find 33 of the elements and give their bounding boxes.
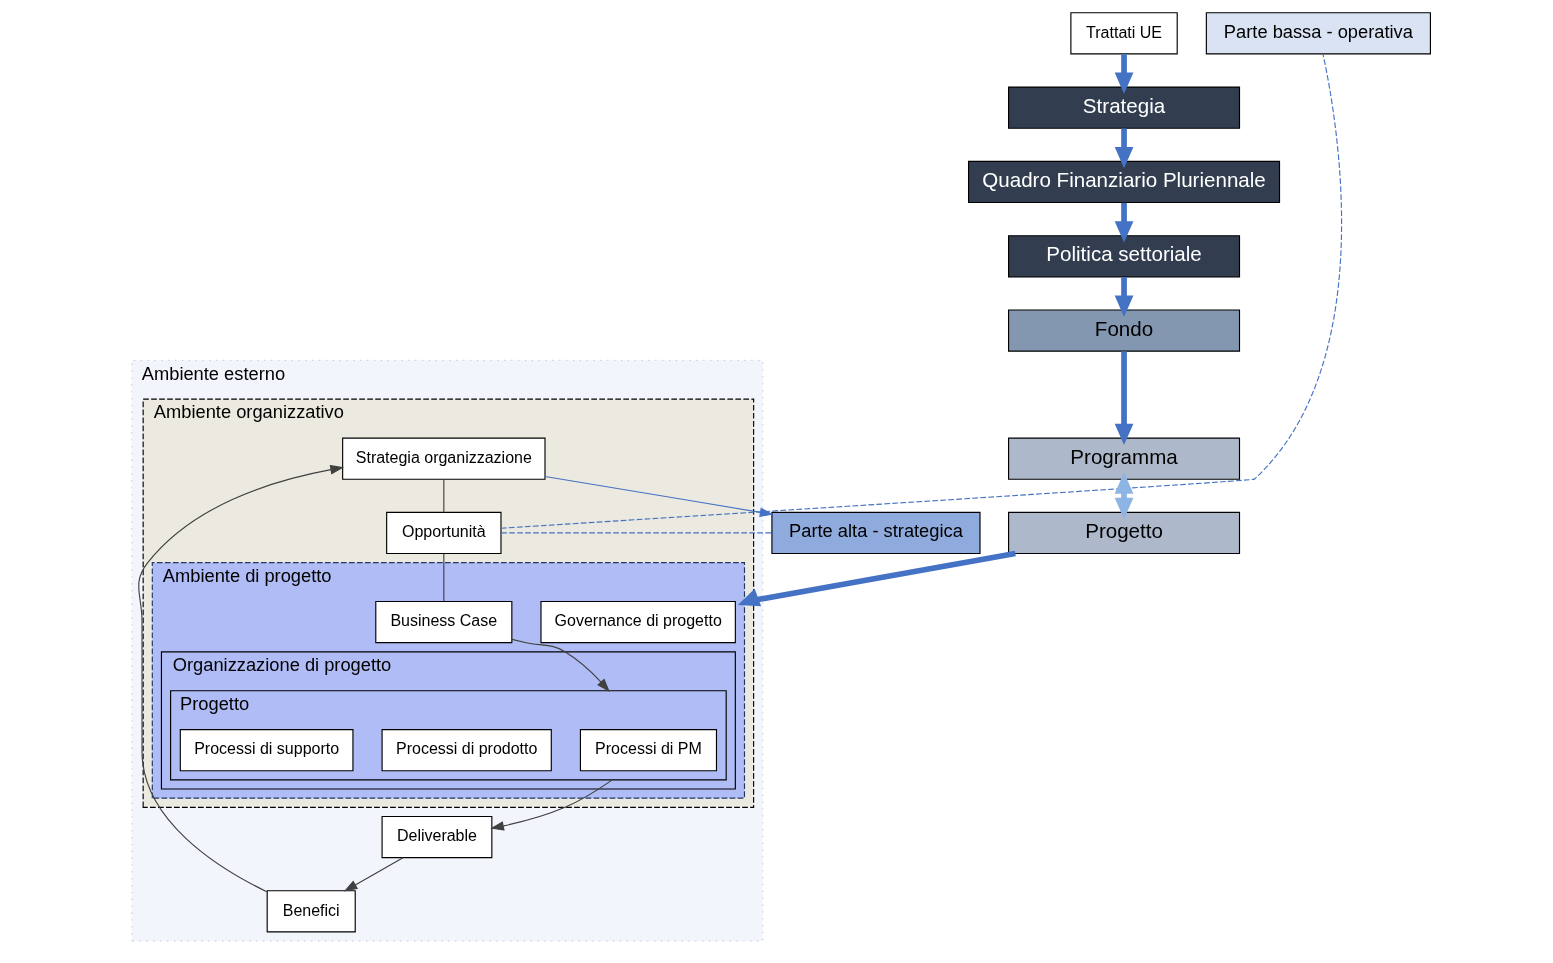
arrow — [737, 550, 1016, 607]
arrow — [1114, 128, 1134, 169]
node-box: Processi di supporto — [179, 729, 354, 772]
arrow — [511, 638, 610, 692]
node-box: Strategia — [1008, 86, 1241, 129]
node-box: Processi di prodotto — [381, 729, 552, 772]
node-box: Business Case — [375, 600, 513, 644]
arrow — [1114, 351, 1134, 446]
arrow — [343, 857, 404, 892]
connector — [500, 532, 773, 534]
connector — [500, 53, 1342, 529]
arrow — [1114, 472, 1134, 520]
node-box: Politica settoriale — [1008, 235, 1241, 278]
connector — [443, 553, 445, 602]
arrow — [1114, 202, 1134, 243]
arrow — [138, 465, 345, 893]
node-box: Governance di progetto — [540, 600, 736, 644]
node-box: Fondo — [1008, 309, 1241, 352]
node-box: Trattati UE — [1070, 12, 1178, 55]
arrow — [544, 475, 774, 517]
arrow — [1114, 277, 1134, 317]
node-box: Strategia organizzazione — [342, 437, 546, 480]
node-box: Programma — [1008, 437, 1241, 480]
node-box: Opportunità — [386, 511, 502, 555]
node-box: Parte alta - strategica — [771, 511, 981, 555]
node-box: Deliverable — [381, 815, 493, 859]
node-box: Progetto — [1008, 511, 1241, 555]
node-box: Processi di PM — [579, 729, 718, 772]
node-box: Parte bassa - operativa — [1205, 12, 1431, 55]
connector — [443, 478, 445, 513]
node-box: Benefici — [266, 890, 356, 933]
node-box: Quadro Finanziario Pluriennale — [968, 160, 1281, 204]
arrow — [1114, 54, 1134, 94]
